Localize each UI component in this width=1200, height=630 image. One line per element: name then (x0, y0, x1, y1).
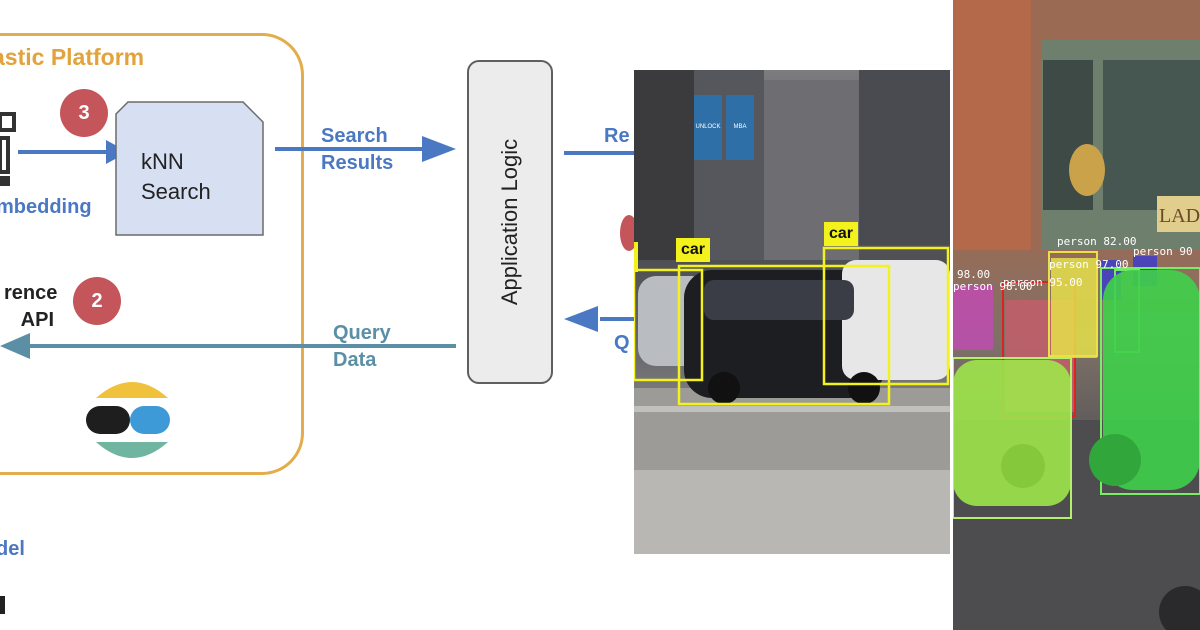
diagram-connectors (0, 101, 634, 359)
embedding-label: mbedding (0, 196, 92, 218)
search-results-line-2: Results (321, 152, 394, 174)
car-label: car (676, 238, 711, 262)
instance-segmentation-photo: LAD person 82.00 person 95.00 98.00 pers… (953, 0, 1200, 630)
architecture-diagram: astic Platform 3 2 mbedding rence API kN… (0, 33, 634, 614)
elastic-logo-icon (86, 382, 170, 458)
shop-sign-text: LAD (1159, 205, 1200, 227)
platform-title: astic Platform (0, 44, 145, 70)
street-scene: UNLOCK MBA (634, 70, 950, 554)
inference-line-1: rence (4, 282, 58, 304)
model-label: del (0, 538, 25, 560)
results-right-label: Re (604, 125, 630, 147)
detection-label: person 95.00 (1003, 276, 1083, 289)
svg-text:UNLOCK: UNLOCK (695, 124, 720, 130)
car-detection-box (822, 246, 950, 386)
step-2-badge: 2 (73, 277, 121, 325)
elastic-platform-container (0, 33, 304, 475)
detection-label: person 98.00 (953, 280, 1033, 293)
query-right-label: Q (614, 332, 630, 354)
step-3-badge: 3 (60, 89, 108, 137)
query-data-arrowhead (0, 333, 30, 359)
car-detection-box (634, 268, 704, 382)
detection-label: person 82.00 (1057, 235, 1137, 248)
step-badge-partial (620, 215, 634, 251)
application-logic-label: Application Logic (497, 138, 522, 306)
query-in-arrowhead (564, 306, 598, 332)
knn-line-2: Search (141, 179, 211, 204)
search-results-label: Search Results (321, 123, 393, 177)
detection-label: 98.00 (957, 268, 991, 281)
object-detection-photo: UNLOCK MBA car car (634, 70, 950, 554)
query-data-label: Query Data (333, 320, 391, 374)
query-data-line-2: Data (333, 349, 377, 371)
detection-label: person 90 (1133, 245, 1193, 258)
model-icon (0, 112, 16, 186)
query-data-line-1: Query (333, 322, 391, 344)
segmentation-scene: LAD (953, 0, 1200, 630)
car-detection-box (677, 264, 891, 406)
knn-search-box (115, 101, 264, 236)
inference-api-label: rence API (4, 280, 58, 334)
search-results-line-1: Search (321, 125, 388, 147)
application-logic-box: Application Logic (467, 60, 553, 384)
knn-line-1: kNN (141, 149, 184, 174)
detection-label: person 97.00 (1049, 258, 1129, 271)
knn-search-label: kNN Search (141, 147, 211, 207)
car-label: car (824, 222, 859, 246)
search-results-arrowhead (422, 136, 456, 162)
cropped-glyph (0, 596, 5, 614)
svg-text:MBA: MBA (733, 124, 746, 130)
inference-line-2: API (20, 309, 54, 331)
